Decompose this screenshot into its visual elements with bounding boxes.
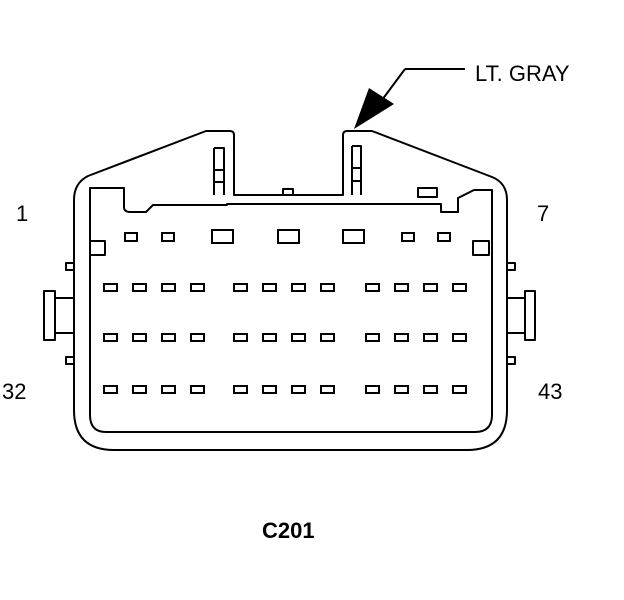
side-nub-left-bottom <box>65 356 75 365</box>
cavity-top-2 <box>161 232 175 242</box>
cavity-row3-10 <box>394 333 409 342</box>
cavity-row3-2 <box>132 333 147 342</box>
cavity-row3-8 <box>320 333 335 342</box>
cavity-row2-9 <box>365 283 380 292</box>
cavity-row3-5 <box>233 333 248 342</box>
key-tab-right <box>417 187 438 198</box>
connector-housing-outer <box>73 130 508 451</box>
cavity-top-6 <box>401 232 415 242</box>
latch-slot-left <box>213 147 225 195</box>
cavity-row4-11 <box>423 385 438 394</box>
cavity-row4-7 <box>291 385 306 394</box>
leader-line-diagonal <box>381 68 406 101</box>
pin-label-43: 43 <box>538 379 563 404</box>
cavity-row3-12 <box>452 333 467 342</box>
latch-slot-right <box>351 145 362 195</box>
cavity-row4-12 <box>452 385 467 394</box>
cavity-top-5 <box>342 229 365 244</box>
side-nub-left-top <box>65 262 75 271</box>
cavity-row3-1 <box>103 333 118 342</box>
cavity-row4-5 <box>233 385 248 394</box>
side-nub-right-bottom <box>506 356 516 365</box>
cavity-row2-11 <box>423 283 438 292</box>
corner-block-right <box>472 240 490 256</box>
cavity-row3-11 <box>423 333 438 342</box>
cavity-row4-4 <box>190 385 205 394</box>
connector-housing-inner <box>89 187 493 433</box>
cavity-row3-7 <box>291 333 306 342</box>
cavity-row2-8 <box>320 283 335 292</box>
cavity-row4-6 <box>262 385 277 394</box>
pin-label-1: 1 <box>16 201 29 226</box>
pin-label-32: 32 <box>2 379 27 404</box>
cavity-row2-1 <box>103 283 118 292</box>
cavity-row3-9 <box>365 333 380 342</box>
color-label: LT. GRAY <box>475 61 570 86</box>
cavity-row2-3 <box>161 283 176 292</box>
cavity-top-1 <box>124 232 138 242</box>
cavity-row2-5 <box>233 283 248 292</box>
cavity-row4-1 <box>103 385 118 394</box>
cavity-row2-4 <box>190 283 205 292</box>
cavity-top-3 <box>211 229 234 244</box>
cavity-row2-6 <box>262 283 277 292</box>
cavity-row3-6 <box>262 333 277 342</box>
side-ear-left <box>43 290 74 341</box>
key-tab-top <box>282 188 294 196</box>
cavity-row4-9 <box>365 385 380 394</box>
connector-id: C201 <box>262 518 315 543</box>
cavity-row2-7 <box>291 283 306 292</box>
corner-block-left <box>89 240 106 256</box>
cavity-top-4 <box>277 229 300 244</box>
cavity-row3-3 <box>161 333 176 342</box>
side-nub-right-top <box>506 262 516 271</box>
cavity-row3-4 <box>190 333 205 342</box>
cavity-row2-10 <box>394 283 409 292</box>
cavity-row4-2 <box>132 385 147 394</box>
pin-cavities <box>103 229 467 394</box>
pin-label-7: 7 <box>537 201 550 226</box>
cavity-row2-2 <box>132 283 147 292</box>
leader-arrowhead <box>354 88 394 129</box>
side-ear-right <box>507 290 536 341</box>
cavity-row4-10 <box>394 385 409 394</box>
cavity-top-7 <box>437 232 451 242</box>
cavity-row4-3 <box>161 385 176 394</box>
cavity-row2-12 <box>452 283 467 292</box>
cavity-row4-8 <box>320 385 335 394</box>
